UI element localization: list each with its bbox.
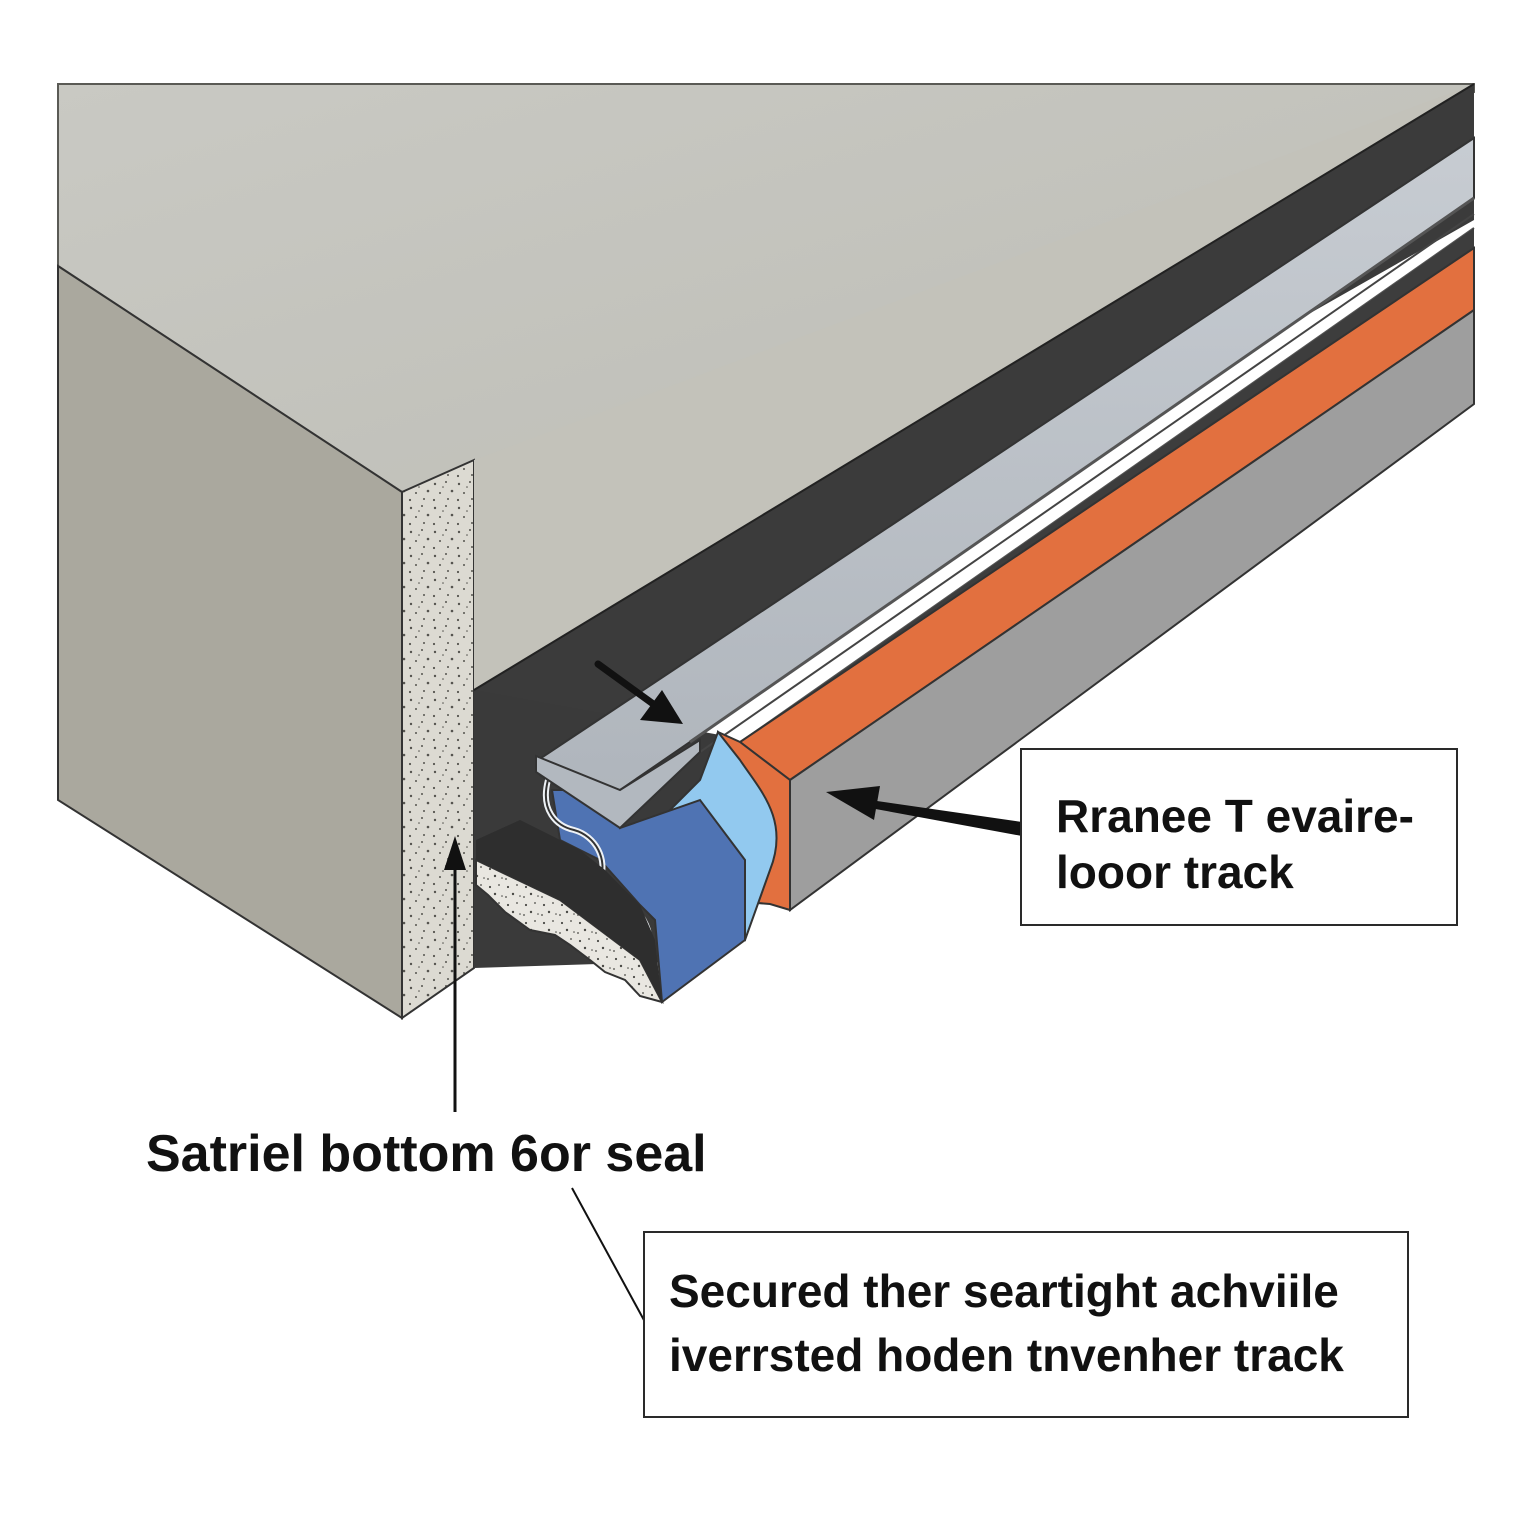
arrow-to-track-head xyxy=(826,786,880,820)
strip-groove xyxy=(699,213,1475,753)
dark-channel xyxy=(474,84,1474,740)
slab-speckled-edge xyxy=(401,458,475,1020)
track-callout-line-2: looor track xyxy=(1056,846,1294,898)
arrow-to-strip-head xyxy=(640,690,683,724)
arrow-to-track-shaft xyxy=(870,800,1022,836)
secured-leader-line xyxy=(571,1187,646,1323)
strip-groove xyxy=(689,196,1475,744)
seal-caption: Satriel bottom 6or seal xyxy=(146,1125,707,1183)
secured-callout-line-2: iverrsted hoden tnvenher track xyxy=(669,1329,1344,1381)
arrow-to-strip-shaft xyxy=(594,660,660,710)
channel-edge-line xyxy=(473,83,1475,691)
slab-right-side xyxy=(789,308,1475,912)
track-callout-line-1: Rranee T evaire- xyxy=(1056,790,1414,842)
secured-callout-line-1: Secured ther seartight achviile xyxy=(669,1265,1339,1317)
track-callout-box: Rranee T evaire- looor track xyxy=(1020,748,1458,926)
dark-fill-under xyxy=(476,820,662,1002)
dark-band xyxy=(712,228,1474,762)
secured-callout-box: Secured ther seartight achviile iverrste… xyxy=(643,1231,1409,1418)
seal-leader-head xyxy=(444,836,466,870)
metal-tab xyxy=(535,738,701,830)
